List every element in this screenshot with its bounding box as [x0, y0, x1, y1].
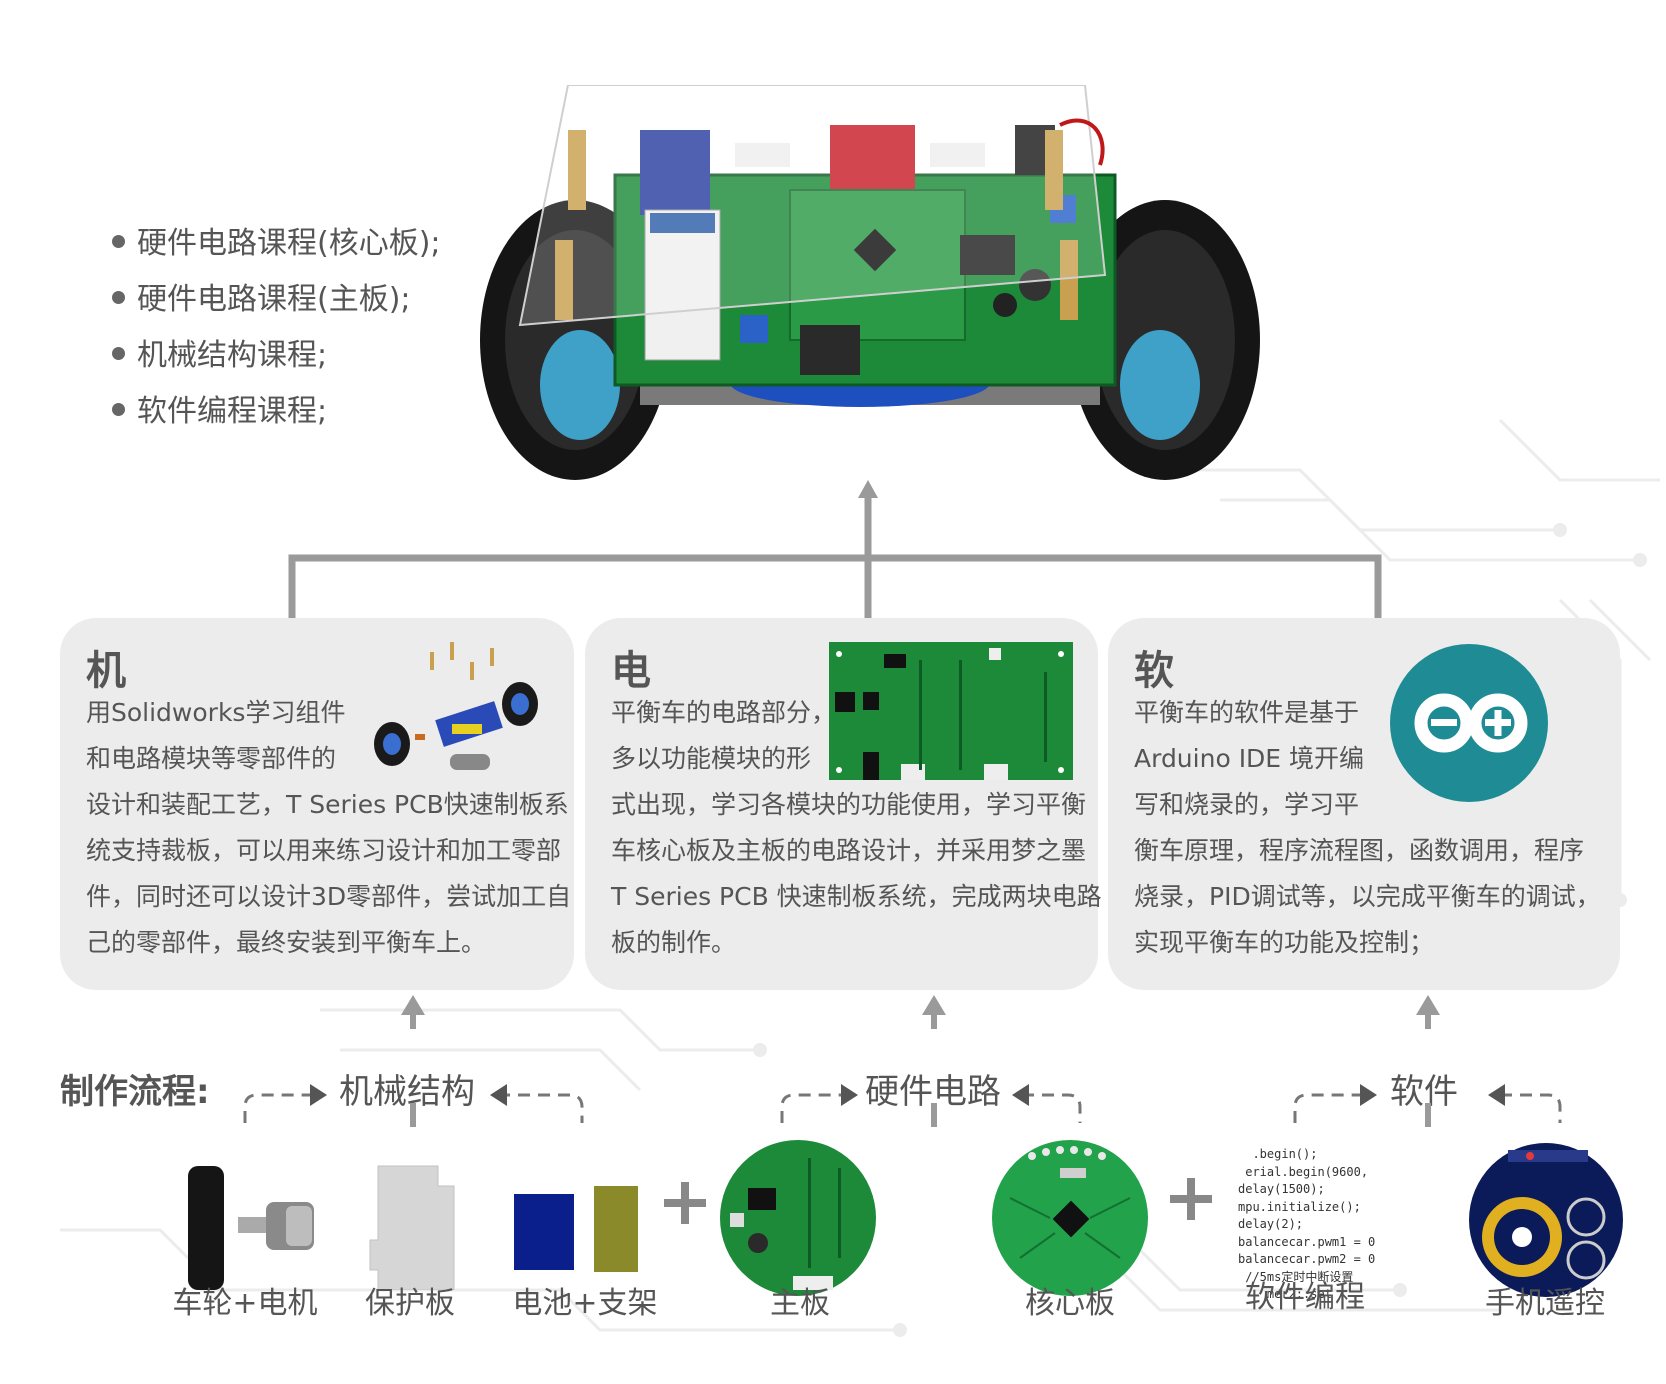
card-line: 件，同时还可以设计3D零部件，尝试加工自: [86, 882, 572, 911]
coreboard-image: [992, 1140, 1148, 1296]
card-title: 机: [86, 648, 126, 694]
battery-part: [514, 1194, 574, 1270]
card-line: 统支持裁板，可以用来练习设计和加工零部: [86, 836, 562, 865]
course-list: 硬件电路课程(核心板); 硬件电路课程(主板); 机械结构课程; 软件编程课程;: [112, 216, 441, 440]
balance-car-image: [480, 85, 1260, 480]
item-label-mainboard: 主板: [770, 1286, 830, 1321]
exploded-assembly-image: [374, 642, 538, 770]
flow-title: 制作流程:: [60, 1072, 210, 1112]
bullet-icon: [112, 235, 125, 248]
course-list-item: 硬件电路课程(核心板);: [112, 216, 441, 272]
card-line: 平衡车的电路部分，: [611, 698, 837, 727]
item-label-phone-remote: 手机遥控: [1485, 1286, 1605, 1321]
guard-board-part: [369, 1165, 455, 1290]
arduino-logo-icon: [1390, 644, 1548, 802]
card-line: T Series PCB 快速制板系统，完成两块电路: [611, 882, 1102, 911]
card-line: 写和烧录的，学习平: [1134, 790, 1360, 819]
item-label-software: 软件编程: [1245, 1280, 1365, 1315]
flow-up-arrows: [401, 995, 1440, 1029]
item-label-wheel-motor: 车轮+电机: [172, 1286, 318, 1321]
bullet-icon: [112, 403, 125, 416]
plus-sign: [1170, 1178, 1212, 1220]
card-line: 衡车原理，程序流程图，函数调用，程序: [1134, 836, 1585, 865]
phone-remote-image: [1469, 1143, 1623, 1297]
card-title: 软: [1134, 648, 1174, 694]
card-title: 电: [611, 648, 651, 694]
item-label-battery-holder: 电池+支架: [512, 1286, 658, 1321]
card-line: 多以功能模块的形: [611, 744, 812, 773]
wheel-part: [188, 1166, 224, 1290]
card-line: 和电路模块等零部件的: [86, 744, 337, 773]
item-label-coreboard: 核心板: [1025, 1286, 1115, 1321]
item-label-guard-board: 保护板: [365, 1286, 455, 1321]
mainboard-image: [720, 1140, 876, 1296]
battery-holder-part: [594, 1186, 638, 1272]
flow-brackets: [243, 1084, 1562, 1127]
card-mechanical: 机 用Solidworks学习组件 和电路模块等零部件的 设计和装配工艺，T S…: [60, 618, 574, 990]
flow-group-software: 软件: [1390, 1072, 1458, 1112]
plus-sign: [664, 1182, 706, 1224]
course-list-item: 软件编程课程;: [112, 384, 441, 440]
card-line: 烧录，PID调试等，以完成平衡车的调试，: [1134, 882, 1601, 911]
pcb-board-image: [829, 642, 1073, 780]
components-row: [188, 1165, 638, 1290]
card-line: 板的制作。: [611, 928, 737, 957]
bullet-icon: [112, 291, 125, 304]
code-snippet: .begin(); erial.begin(9600, delay(1500);…: [1238, 1147, 1376, 1301]
card-electrical: 电 平衡车的电路部分， 多以功能模块的形 式出现，学习各模块的功能使用，学习平衡…: [585, 618, 1102, 990]
flow-group-mechanical: 机械结构: [339, 1072, 475, 1112]
card-line: Arduino IDE 境开编: [1134, 744, 1365, 773]
card-line: 式出现，学习各模块的功能使用，学习平衡: [611, 790, 1087, 819]
card-line: 车核心板及主板的电路设计，并采用梦之墨: [611, 836, 1087, 865]
card-line: 设计和装配工艺，T Series PCB快速制板系: [86, 790, 569, 819]
course-list-item: 硬件电路课程(主板);: [112, 272, 441, 328]
arrow-up-icon: [858, 480, 878, 498]
connector-tree: [288, 480, 1382, 620]
card-line: 实现平衡车的功能及控制；: [1134, 928, 1435, 957]
course-list-item: 机械结构课程;: [112, 328, 441, 384]
card-line: 平衡车的软件是基于: [1134, 698, 1360, 727]
card-line: 己的零部件，最终安装到平衡车上。: [86, 928, 487, 957]
card-software: 软 平衡车的软件是基于 Arduino IDE 境开编 写和烧录的，学习平 衡车…: [1108, 618, 1620, 990]
card-line: 用Solidworks学习组件: [86, 698, 346, 727]
bullet-icon: [112, 347, 125, 360]
